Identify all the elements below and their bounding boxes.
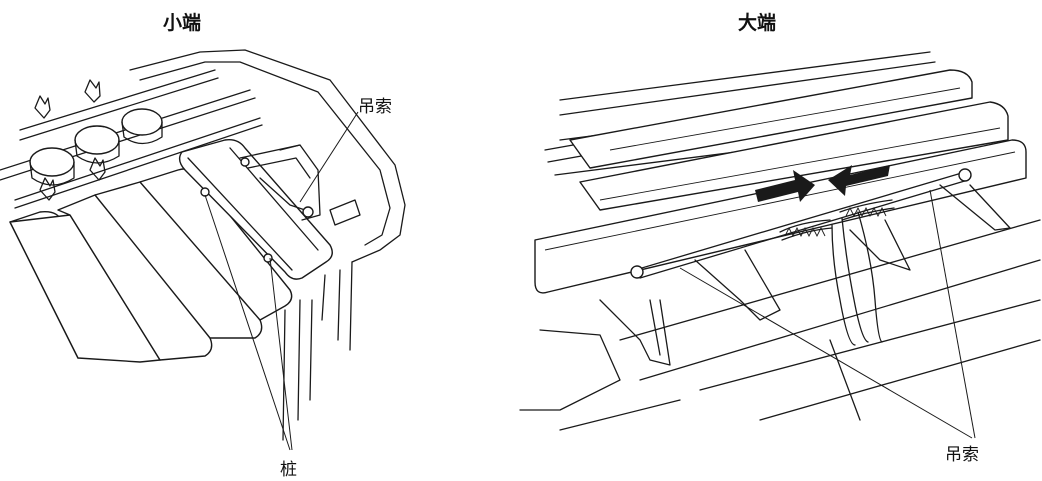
left-callout-leaders bbox=[204, 111, 359, 451]
right-sling-label: 吊索 bbox=[945, 445, 979, 465]
right-panel-title: 大端 bbox=[738, 12, 777, 34]
large-end-illustration bbox=[519, 51, 1041, 431]
arrow-left-icon bbox=[828, 165, 890, 196]
arrow-right-icon bbox=[755, 170, 815, 202]
right-callout-leaders bbox=[679, 189, 976, 439]
left-sling-label: 吊索 bbox=[358, 97, 392, 117]
small-end-illustration bbox=[0, 49, 406, 441]
left-panel-title: 小端 bbox=[163, 12, 202, 34]
peg-label: 桩 bbox=[280, 460, 297, 480]
